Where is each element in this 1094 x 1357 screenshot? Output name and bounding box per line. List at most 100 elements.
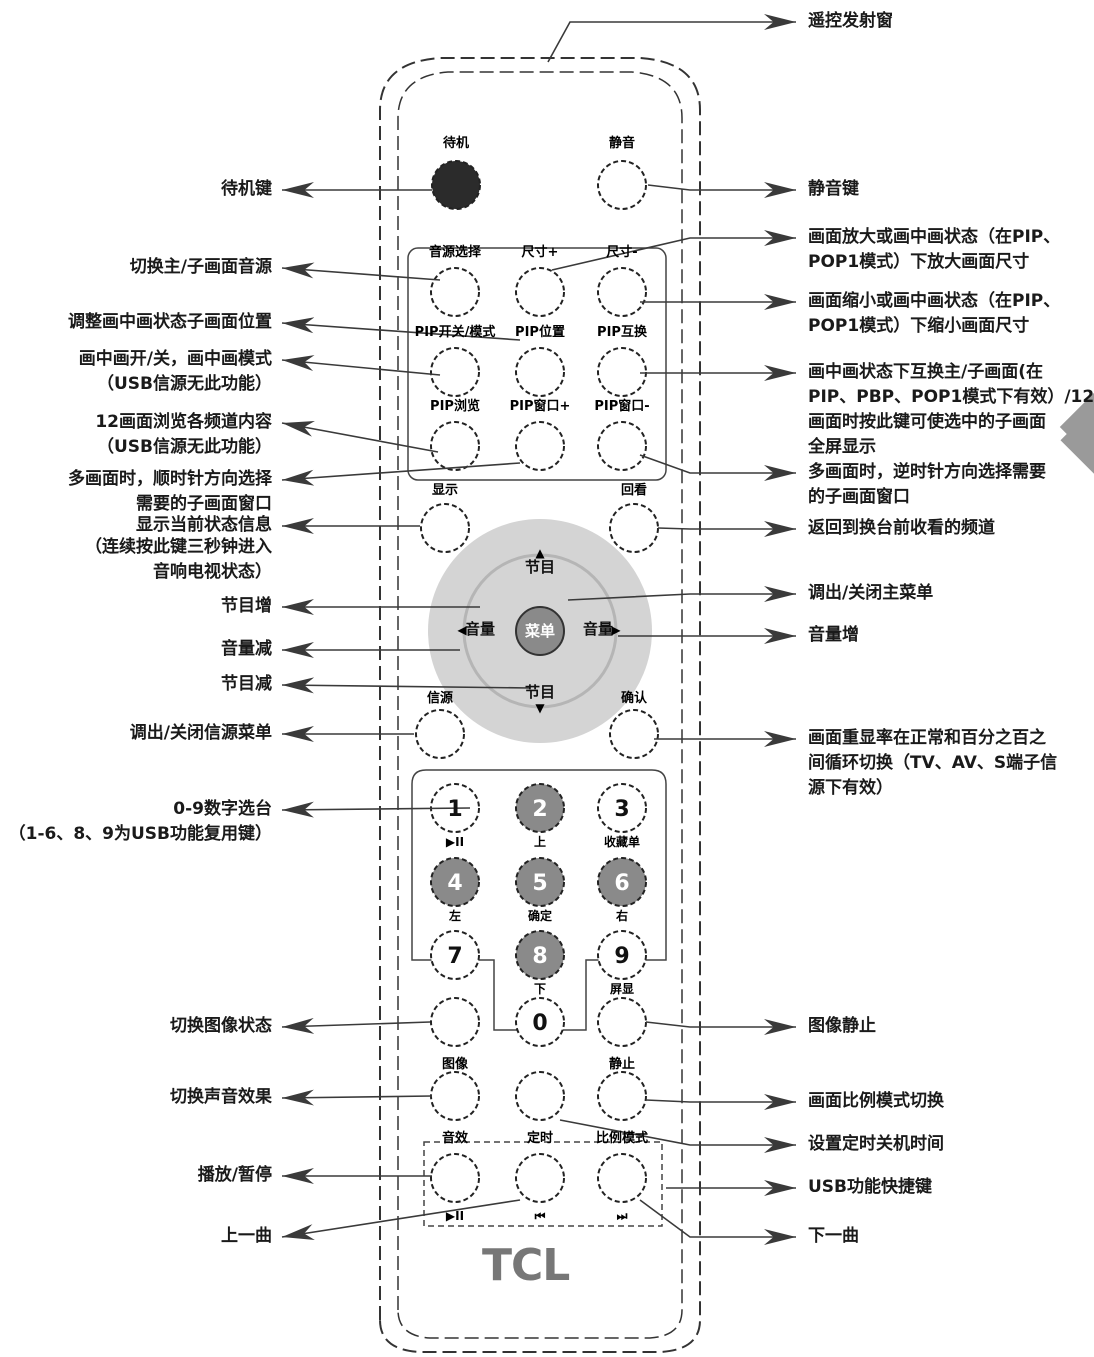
- display-label: 显示: [432, 483, 458, 498]
- leader-line: [559, 1119, 796, 1153]
- callout-right-7: 调出/关闭主菜单: [808, 583, 934, 603]
- size-plus-button[interactable]: [515, 267, 565, 317]
- number-key-sub-label: 左: [448, 908, 461, 923]
- dpad-down-label[interactable]: 节目: [525, 683, 555, 701]
- number-key-digit: 3: [614, 797, 629, 822]
- pip-position-label: PIP位置: [515, 324, 565, 340]
- number-key-digit: 7: [447, 944, 462, 969]
- callout-left-13: 切换图像状态: [170, 1016, 272, 1036]
- timer-label: 定时: [526, 1130, 553, 1146]
- number-key-sub-label: 右: [615, 908, 628, 923]
- picture-button[interactable]: [430, 997, 480, 1047]
- size-minus-button[interactable]: [597, 267, 647, 317]
- pip-mode-label: PIP开关/模式: [415, 324, 496, 340]
- dpad-arrow-icon: ▼: [535, 701, 545, 715]
- number-key-digit: 4: [447, 871, 462, 896]
- number-key-3[interactable]: [597, 783, 647, 833]
- size-plus-label: 尺寸+: [522, 244, 559, 260]
- leader-line: [645, 1019, 796, 1035]
- leader-line: [547, 14, 796, 63]
- number-key-sub-label: ▶II: [446, 835, 464, 849]
- pip-window-minus-button[interactable]: [597, 421, 647, 471]
- callout-right-14: 下一曲: [808, 1226, 859, 1246]
- confirm-label: 确认: [621, 690, 648, 706]
- leader-line: [281, 317, 521, 341]
- number-key-digit: 8: [532, 944, 547, 969]
- leader-line: [281, 1089, 433, 1106]
- callout-right-13: USB功能快捷键: [808, 1177, 933, 1197]
- ratio-button[interactable]: [597, 1071, 647, 1121]
- leader-line: [551, 230, 796, 271]
- mute-button[interactable]: [597, 160, 647, 210]
- sound-button[interactable]: [430, 1071, 480, 1121]
- dpad-right-label[interactable]: 音量: [583, 620, 613, 638]
- leader-line: [281, 262, 441, 281]
- timer-button[interactable]: [515, 1071, 565, 1121]
- leader-line: [281, 420, 439, 453]
- number-key-6[interactable]: [597, 857, 647, 907]
- number-key-9[interactable]: [597, 930, 647, 980]
- usb-key-button[interactable]: [515, 1153, 565, 1203]
- number-key-5[interactable]: [515, 857, 565, 907]
- usb-key-button[interactable]: [430, 1153, 480, 1203]
- source-label: 信源: [427, 690, 453, 706]
- pip-browse-button[interactable]: [430, 421, 480, 471]
- sound-label: 音效: [442, 1130, 469, 1146]
- pip-position-button[interactable]: [515, 347, 565, 397]
- mute-label: 静音: [609, 135, 635, 151]
- recall-button[interactable]: [609, 503, 659, 553]
- number-key-digit: 5: [532, 871, 547, 896]
- pip-panel: [407, 247, 667, 481]
- leader-line: [645, 1094, 796, 1110]
- leader-line: [647, 182, 796, 198]
- callout-right-2: 画面放大或画中画状态（在PIP、 POP1模式）下放大画面尺寸: [808, 227, 1061, 272]
- callout-left-12: 0-9数字选台 （1-6、8、9为USB功能复用键）: [8, 799, 272, 844]
- number-key-7[interactable]: [430, 930, 480, 980]
- dpad-arrow-icon: ◀: [457, 623, 467, 637]
- callout-right-12: 设置定时关机时间: [808, 1134, 944, 1154]
- leader-line: [281, 462, 521, 486]
- callout-right-9: 画面重显率在正常和百分之百之 间循环切换（TV、AV、S端子信 源下有效）: [808, 728, 1058, 798]
- callout-left-5: 多画面时，顺时针方向选择 需要的子画面窗口: [68, 469, 272, 514]
- callout-left-16: 上一曲: [221, 1226, 272, 1246]
- display-button[interactable]: [420, 503, 470, 553]
- confirm-button[interactable]: [609, 709, 659, 759]
- leader-line: [567, 586, 796, 602]
- callout-right-5: 多画面时，逆时针方向选择需要 的子画面窗口: [808, 462, 1046, 507]
- callout-left-3: 画中画开/关，画中画模式 （USB信源无此功能）: [78, 349, 272, 394]
- number-key-0[interactable]: [515, 997, 565, 1047]
- callout-left-2: 调整画中画状态子画面位置: [68, 312, 272, 332]
- leader-line: [281, 801, 471, 818]
- number-key-sub-label: 屏显: [609, 982, 634, 996]
- leader-line: [657, 521, 796, 537]
- callout-left-9: 音量减: [221, 639, 272, 659]
- dpad-up-label[interactable]: 节目: [525, 558, 555, 576]
- pip-swap-label: PIP互换: [597, 324, 648, 340]
- audio-select-label: 音源选择: [429, 244, 482, 260]
- number-key-8[interactable]: [515, 930, 565, 980]
- pip-window-plus-button[interactable]: [515, 421, 565, 471]
- recall-label: 回看: [621, 482, 647, 498]
- dpad-center-label[interactable]: 菜单: [524, 622, 555, 640]
- pip-mode-button[interactable]: [430, 347, 480, 397]
- number-key-2[interactable]: [515, 783, 565, 833]
- audio-select-button[interactable]: [430, 267, 480, 317]
- callout-left-0: 待机键: [221, 179, 272, 199]
- number-key-sub-label: 确定: [528, 908, 552, 923]
- pip-window-minus-label: PIP窗口-: [594, 398, 649, 414]
- usb-key-icon: ⏮: [535, 1209, 546, 1223]
- ratio-label: 比例模式: [596, 1130, 648, 1146]
- dpad-left-label[interactable]: 音量: [465, 620, 495, 638]
- freeze-button[interactable]: [597, 997, 647, 1047]
- callout-left-14: 切换声音效果: [170, 1087, 272, 1107]
- usb-key-button[interactable]: [597, 1153, 647, 1203]
- source-button[interactable]: [415, 709, 465, 759]
- callout-left-7: （连续按此键三秒钟进入 音响电视状态）: [85, 537, 272, 582]
- menu-button[interactable]: [515, 606, 565, 656]
- number-key-4[interactable]: [430, 857, 480, 907]
- pip-swap-button[interactable]: [597, 347, 647, 397]
- standby-button[interactable]: [431, 160, 481, 210]
- usb-key-icon: ⏭: [617, 1209, 628, 1223]
- number-key-digit: 2: [532, 797, 547, 822]
